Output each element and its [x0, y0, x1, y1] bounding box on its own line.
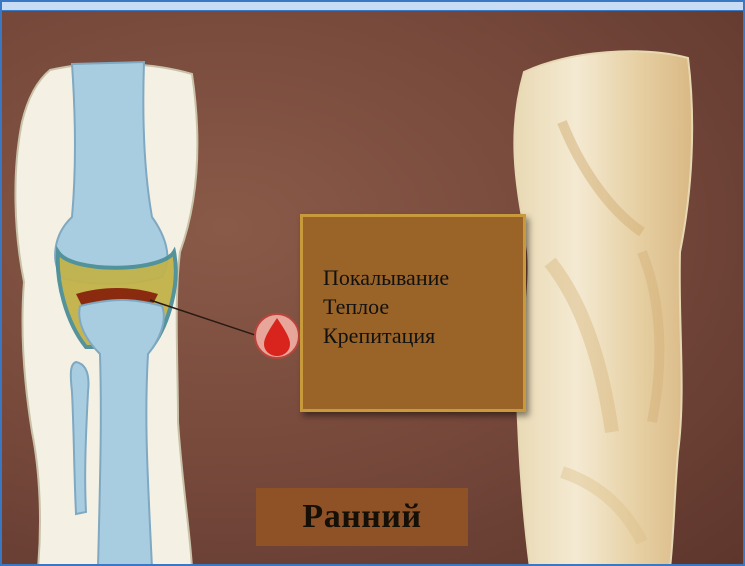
- knee-external-view: [514, 51, 692, 566]
- knee-section-diagram: [15, 62, 258, 566]
- stage-label: Ранний: [256, 488, 468, 546]
- symptoms-box: Покалывание Теплое Крепитация: [300, 214, 526, 412]
- symptom-list: Покалывание Теплое Крепитация: [323, 263, 449, 350]
- symptom-item: Теплое: [323, 292, 449, 321]
- symptom-item: Крепитация: [323, 321, 449, 350]
- symptom-item: Покалывание: [323, 263, 449, 292]
- blood-drop-icon: [255, 314, 299, 358]
